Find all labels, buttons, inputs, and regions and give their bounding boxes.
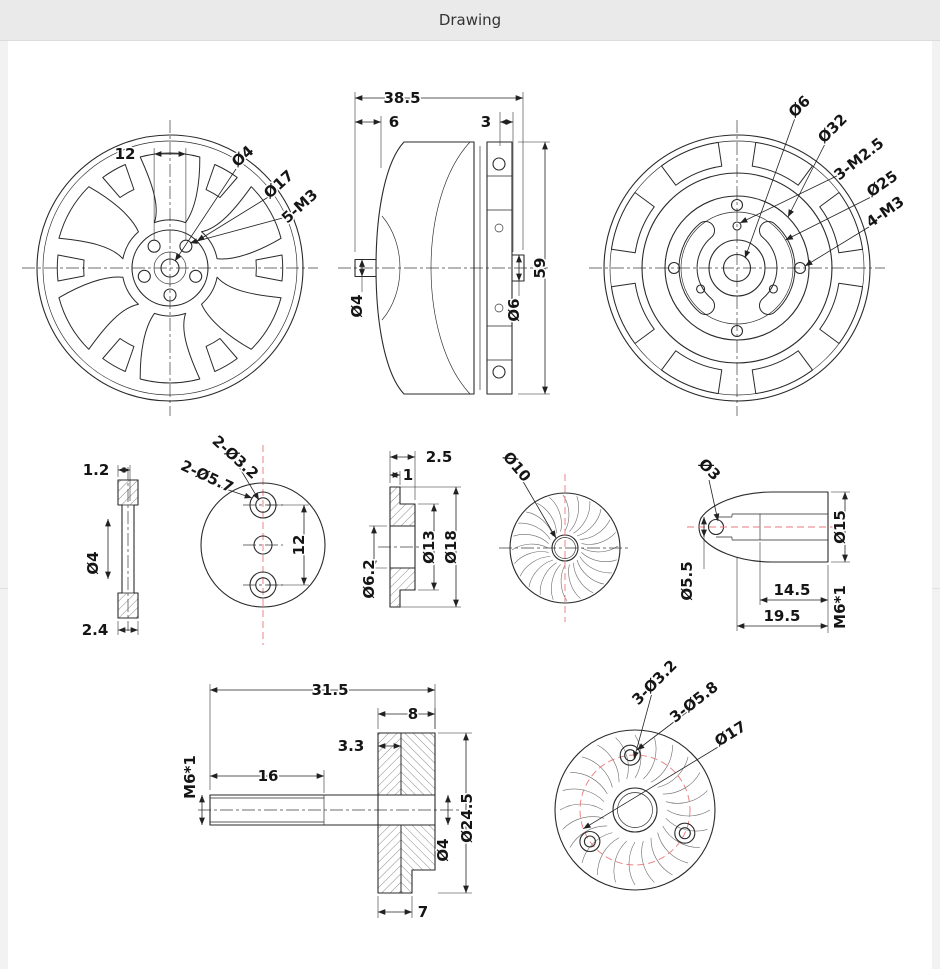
dim-label-back-shaft: Ø6 <box>785 92 814 121</box>
dim-label-bushing-od: Ø18 <box>442 530 460 564</box>
prop-adapter-view: 31.5 8 3.3 M6*1 16 Ø24.5 Ø4 7 <box>180 680 478 923</box>
dim-label-cone-thread: M6*1 <box>831 585 849 629</box>
dim-label-bushing-len: 2.5 <box>426 448 453 466</box>
page-header: Drawing <box>0 0 940 41</box>
dim-label-side-total: 38.5 <box>383 89 420 107</box>
washer-section-view: 1.2 Ø4 2.4 <box>80 460 139 641</box>
dim-label-plate2-spacing: 12 <box>290 535 308 556</box>
dim-label-side-shaft-left: Ø4 <box>348 294 366 317</box>
dim-label-side-mount: 3 <box>481 113 491 131</box>
dim-label-plate2-big: 2-Ø5.7 <box>178 456 236 496</box>
dim-label-side-shaft-right: Ø6 <box>505 298 523 321</box>
dim-label-plate3-small: 3-Ø3.2 <box>628 656 680 708</box>
dim-label-plate3-big: 3-Ø5.8 <box>666 678 721 727</box>
prop-nut-view: Ø3 Ø15 M6*1 Ø5.5 14.5 19.5 <box>677 453 851 633</box>
rotor-disc-view: Ø10 <box>498 447 631 622</box>
motor-back-view: Ø6 Ø32 3-M2.5 Ø25 4-M3 <box>589 90 909 416</box>
bushing-section-view: 2.5 1 Ø13 Ø18 Ø6.2 <box>359 447 462 608</box>
dim-label-cone-tip: Ø3 <box>695 455 724 484</box>
dim-label-side-height: 59 <box>531 258 549 279</box>
dim-label-adapter-thread: M6*1 <box>181 755 199 799</box>
dim-label-side-shaft-len: 6 <box>389 113 399 131</box>
dim-label-adapter-thread-len: 16 <box>258 767 279 785</box>
dim-label-rotor-bore: Ø10 <box>499 448 534 485</box>
right-gutter-divider <box>932 588 940 589</box>
page-title: Drawing <box>438 11 502 29</box>
adapter-plate-view: 3-Ø3.2 3-Ø5.8 Ø17 <box>554 655 751 891</box>
dim-label-back-body: Ø32 <box>814 110 851 147</box>
motor-front-view: 12 Ø4 Ø17 5-M3 <box>22 120 323 416</box>
dim-label-bushing-body: Ø13 <box>420 530 438 564</box>
dim-label-bushing-bore: Ø6.2 <box>360 559 378 598</box>
technical-drawing-canvas: 12 Ø4 Ø17 5-M3 38.5 6 <box>22 88 909 923</box>
dim-label-adapter-total: 31.5 <box>311 681 348 699</box>
dim-label-cone-depth: 14.5 <box>773 581 810 599</box>
dim-label-adapter-head: 8 <box>408 705 418 723</box>
dim-label-washer-bore: Ø4 <box>84 551 102 574</box>
mount-plate-view: 12 2-Ø3.2 2-Ø5.7 <box>176 430 326 645</box>
dim-label-bushing-flange: 1 <box>403 466 413 484</box>
dim-label-cone-len: 19.5 <box>763 607 800 625</box>
dim-label-back-bolts: 4-M3 <box>863 192 908 231</box>
dim-label-plate3-bcd: Ø17 <box>711 717 749 750</box>
dim-label-washer-top: 1.2 <box>83 461 110 479</box>
dim-label-adapter-od: Ø24.5 <box>458 793 476 843</box>
motor-side-view: 38.5 6 3 59 Ø4 Ø6 <box>338 88 551 395</box>
drawing-sheet <box>8 41 932 969</box>
dim-label-front-hub: Ø17 <box>260 166 297 202</box>
dim-label-cone-bore: Ø5.5 <box>678 561 696 600</box>
dim-label-washer-bottom: 2.4 <box>82 621 109 639</box>
dim-label-adapter-bore: Ø4 <box>434 838 452 861</box>
left-gutter-divider <box>0 588 8 589</box>
dim-label-adapter-boss: 7 <box>418 903 428 921</box>
dim-label-front-spacing: 12 <box>115 145 136 163</box>
dim-label-front-shaft: Ø4 <box>228 142 257 171</box>
dim-label-cone-od: Ø15 <box>831 510 849 544</box>
dim-label-adapter-step: 3.3 <box>338 737 365 755</box>
dim-label-front-bolts: 5-M3 <box>278 186 321 228</box>
